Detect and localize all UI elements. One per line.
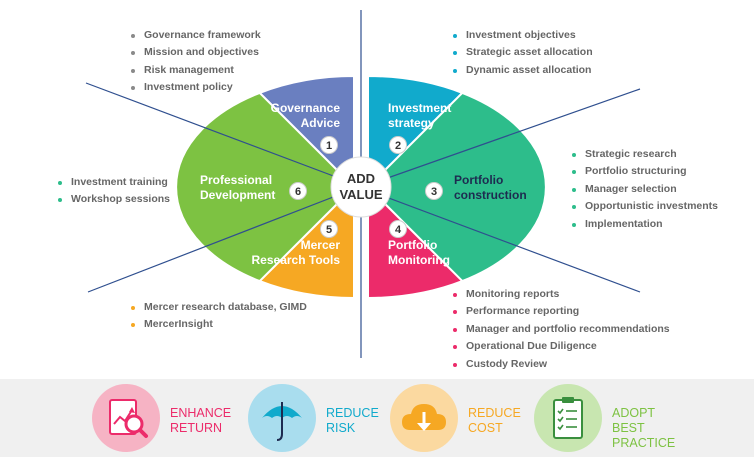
bullet-item: Investment objectives: [452, 27, 593, 44]
bullet-item: Monitoring reports: [452, 286, 670, 303]
connector-line: [87, 186, 360, 293]
segment-label-mercer-research-tools: Research Tools: [252, 253, 341, 267]
bullet-item: Mission and objectives: [130, 44, 261, 61]
cloud-download-icon: [402, 404, 446, 431]
benefit-circle: [534, 384, 602, 452]
bullet-item: Manager selection: [571, 181, 718, 198]
segment-mercer-research-tools: [257, 184, 355, 300]
segment-number: 5: [326, 224, 332, 236]
segment-portfolio-construction: [366, 91, 547, 283]
segment-governance-advice: [257, 74, 355, 190]
bullet-item: Manager and portfolio recommendations: [452, 321, 670, 338]
segment-label-portfolio-monitoring: Monitoring: [388, 253, 450, 267]
segment-number-badge: [425, 182, 443, 200]
bullet-item: Dynamic asset allocation: [452, 62, 593, 79]
benefit-circle: [92, 384, 160, 452]
connector-line: [361, 187, 641, 293]
segment-number-badge: [289, 182, 307, 200]
segment-number: 3: [431, 186, 437, 198]
bullet-item: Opportunistic investments: [571, 198, 718, 215]
segment-label-governance-advice: Advice: [301, 116, 341, 130]
segment-portfolio-monitoring: [367, 184, 465, 300]
bullet-item: Strategic research: [571, 146, 718, 163]
segment-number: 6: [295, 186, 301, 198]
segment-label-professional-development: Development: [200, 188, 275, 202]
center-hub: ADD VALUE: [330, 156, 392, 218]
segment-number: 1: [326, 140, 332, 152]
segment-label-portfolio-construction: Portfolio: [454, 173, 503, 187]
segment-label-investment-strategy: Investment: [388, 101, 451, 115]
segment-number-badge: [320, 136, 338, 154]
segment-label-mercer-research-tools: Mercer: [301, 238, 341, 252]
bullet-item: Implementation: [571, 216, 718, 233]
bullet-item: Operational Due Diligence: [452, 338, 670, 355]
benefit-circle: [390, 384, 458, 452]
connector-line: [361, 88, 641, 188]
bullet-item: Strategic asset allocation: [452, 44, 593, 61]
segment-label-governance-advice: Governance: [271, 101, 341, 115]
segment-investment-strategy: [367, 74, 465, 190]
bullet-item: Mercer research database, GIMD: [130, 299, 307, 316]
segment-professional-development: [175, 91, 356, 283]
bullet-item: Investment training: [57, 174, 170, 191]
segment-label-portfolio-monitoring: Portfolio: [388, 238, 437, 252]
segment-label-professional-development: Professional: [200, 173, 272, 187]
center-line-2: VALUE: [339, 187, 382, 202]
bullet-item: Performance reporting: [452, 303, 670, 320]
segment-label-investment-strategy: strategy: [388, 116, 435, 130]
bullet-item: MercerInsight: [130, 316, 307, 333]
segment-number: 2: [395, 140, 401, 152]
segment-number-badge: [389, 136, 407, 154]
connector-line: [85, 82, 361, 187]
bullet-item: Governance framework: [130, 27, 261, 44]
bullet-item: Custody Review: [452, 356, 670, 373]
bullet-item: Investment policy: [130, 79, 261, 96]
segment-label-portfolio-construction: construction: [454, 188, 527, 202]
segment-number-badge: [389, 220, 407, 238]
segment-number: 4: [395, 224, 402, 236]
segment-number-badge: [320, 220, 338, 238]
umbrella-icon: [262, 402, 302, 441]
bullet-item: Risk management: [130, 62, 261, 79]
chart-magnifier-icon: [109, 399, 148, 438]
clipboard-checklist-icon: [553, 397, 583, 439]
center-line-1: ADD: [347, 171, 375, 186]
bullet-item: Portfolio structuring: [571, 163, 718, 180]
benefit-circle: [248, 384, 316, 452]
bullet-item: Workshop sessions: [57, 191, 170, 208]
